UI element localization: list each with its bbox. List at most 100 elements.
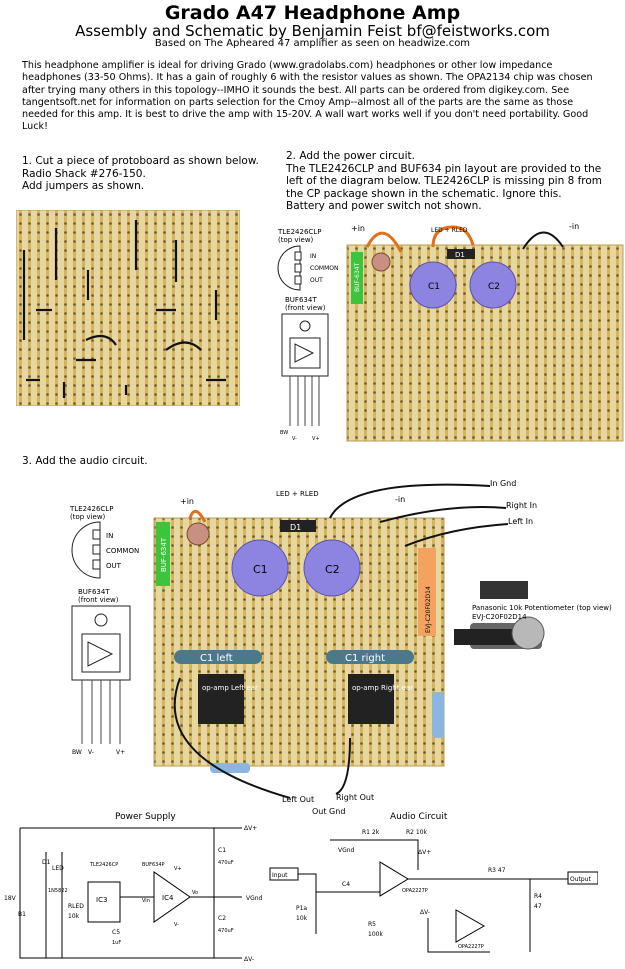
c1-left-part (174, 650, 262, 664)
c1-right-part (326, 650, 414, 664)
page-subtitle: Assembly and Schematic by Benjamin Feist… (75, 22, 550, 40)
ps-rled-value: 10k (68, 913, 80, 920)
c1-capacitor (409, 261, 457, 309)
ac-output-label: Output (570, 876, 591, 883)
buf-name: BUF634T (285, 296, 317, 304)
buf-vplus-label: V+ (312, 436, 320, 442)
tle-board-part (186, 522, 210, 546)
ps-batt-label: 18V (4, 895, 17, 902)
step1-protoboard (16, 210, 240, 406)
led-rled-label: LED + RLED (431, 227, 468, 234)
ps-vminus-label: V- (174, 922, 179, 928)
buf634-board-label: BUF-634T (354, 262, 361, 292)
step3-protoboard: BUF-634T C1 C2 D1 EVJ-C20F02D14 C1 left … (153, 479, 537, 816)
tle-pin-in: IN (106, 532, 113, 540)
ac-vminus: ΔV- (420, 909, 430, 916)
c2-capacitor (303, 539, 361, 597)
tle-board-part (371, 252, 391, 272)
ps-led-label: LED (52, 865, 64, 872)
step2-line: The TLE2426CLP and BUF634 pin layout are… (286, 162, 602, 175)
buf-vin-label: V- (292, 436, 297, 442)
step2-line: 2. Add the power circuit. (286, 150, 415, 162)
buf-bw-label: BW (72, 749, 82, 756)
ac-r1-label: R1 2k (362, 829, 380, 836)
step1-line: Radio Shack #276-150. (22, 167, 146, 180)
ac-r3-label: R3 47 (488, 867, 506, 874)
ps-c1-value: 470uF (218, 860, 234, 866)
right-out-label: Right Out (336, 793, 374, 802)
ps-vo-label: Vo (192, 890, 198, 896)
ac-op-label: OPA2227P (402, 888, 428, 894)
pot-board-part (418, 548, 436, 636)
ps-c5-value: 1uF (112, 940, 121, 946)
tle-view: (top view) (70, 513, 106, 521)
left-in-label: Left In (508, 517, 533, 526)
ac-r4-value: 47 (534, 903, 542, 910)
ac-op2-label: OPA2227P (458, 944, 484, 950)
c2-label: C2 (488, 282, 500, 292)
ps-c2-label: C2 (218, 915, 226, 922)
tle-name: TLE2426CLP (70, 505, 114, 513)
opamp-right-chip (348, 674, 394, 724)
potentiometer-image (454, 581, 545, 650)
step2-line: the CP package shown in the schematic. I… (286, 187, 562, 200)
ac-input-label: Input (272, 872, 288, 879)
audio-circuit-title: Audio Circuit (390, 812, 448, 822)
step3-tle-label: TLE2426CLP (top view) (70, 505, 113, 521)
power-supply-title: Power Supply (115, 812, 176, 822)
r4-right-resistor (432, 692, 444, 738)
buf-name: BUF634T (78, 588, 110, 596)
pot-board-label: EVJ-C20F02D14 (425, 586, 432, 633)
pot-caption: Panasonic 10k Potentiometer (top view) E… (472, 604, 612, 622)
step2-line: Battery and power switch not shown. (286, 200, 482, 212)
buf-view: (front view) (285, 304, 326, 312)
in-gnd-label: In Gnd (490, 479, 516, 488)
d1-label: D1 (290, 523, 301, 532)
ac-r2-label: R2 10k (406, 829, 428, 836)
step3-tle-pinout: IN COMMON OUT (71, 521, 139, 579)
ps-vplus-out: ΔV+ (244, 825, 257, 832)
minus-in-label: -in (569, 222, 579, 231)
ps-vminus-out: ΔV- (244, 956, 254, 963)
ps-vin-label: Vin (142, 898, 150, 904)
power-supply-schematic: 18V B1 D1 1N5822 LED RLED 10k TLE2426CP … (4, 825, 263, 963)
c1-right-label: C1 right (345, 653, 385, 664)
page-title: Grado A47 Headphone Amp (164, 2, 461, 24)
ps-b1-label: B1 (18, 911, 26, 918)
ps-d1-label: D1 (42, 859, 51, 866)
ps-ic4-label: IC4 (162, 894, 174, 902)
step1-line: 1. Cut a piece of protoboard as shown be… (22, 155, 259, 167)
ac-r4-label: R4 (534, 893, 542, 900)
buf-vplus-label: V+ (116, 749, 125, 756)
ps-ic4-name: BUF634P (142, 862, 165, 868)
left-out-label: Left Out (282, 795, 314, 804)
right-in-label: Right In (506, 501, 537, 510)
ac-c4-label: C4 (342, 881, 350, 888)
led-rled-label: LED + RLED (276, 490, 319, 498)
buf634-board-module (156, 522, 170, 586)
d1-diode (280, 520, 316, 532)
based-on-note: Based on The Apheared 47 amplifier as se… (154, 38, 471, 49)
audio-circuit-schematic: Input Output R1 2k R2 10k P1a 10k C4 R5 … (269, 829, 598, 953)
c1-label: C1 (428, 282, 440, 292)
intro-paragraph: This headphone amplifier is ideal for dr… (22, 60, 593, 133)
buf-view: (front view) (78, 596, 119, 604)
tle-pin-out: OUT (106, 562, 122, 570)
c2-capacitor (469, 261, 517, 309)
pot-part: EVJ-C20F02D14 (472, 613, 527, 621)
step3-buf-pinout: BW V- V+ (71, 605, 131, 756)
c1-label: C1 (253, 563, 268, 576)
pot-name: Panasonic 10k Potentiometer (top view) (472, 604, 612, 612)
tle-pin-out: OUT (310, 277, 323, 284)
step2-tle-label: TLE2426CLP (top view) (278, 228, 321, 244)
buf-vminus-label: V- (88, 749, 94, 756)
ps-rled-label: RLED (68, 903, 84, 910)
ps-c5-label: C5 (112, 929, 120, 936)
step2-protoboard: BUF-634T C1 C2 D1 +in -in LED + RLED (346, 222, 624, 442)
ps-c2-value: 470uF (218, 928, 234, 934)
c1-left-label: C1 left (200, 653, 233, 664)
buf634-board-module (351, 252, 363, 304)
opamp-right-label: op-amp Right ear (352, 684, 413, 692)
ps-vgnd: VGnd (246, 895, 263, 902)
d1-diode (447, 249, 475, 259)
